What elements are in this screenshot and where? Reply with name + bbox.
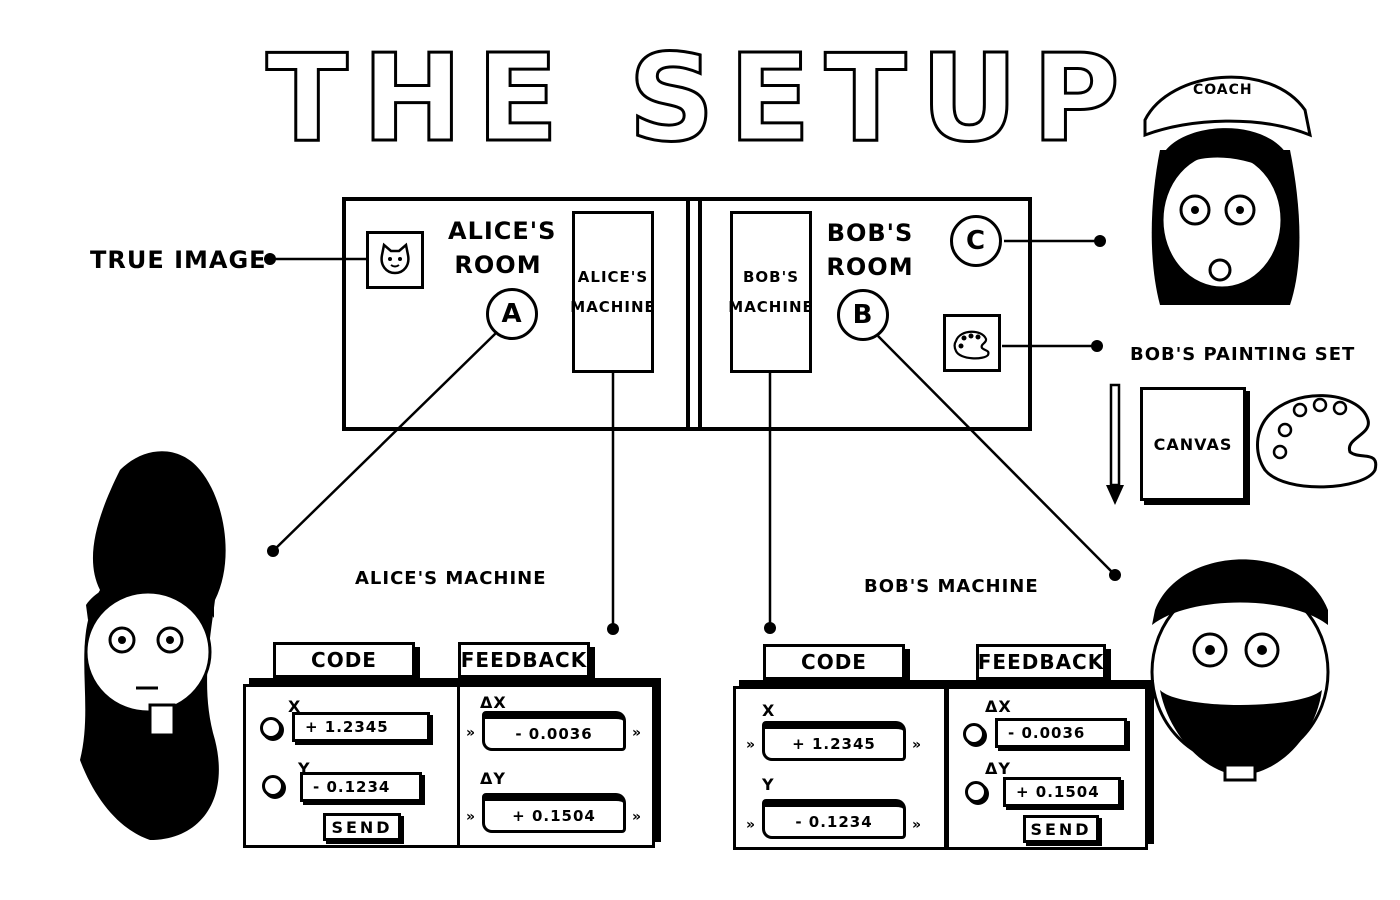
alice-send-button[interactable]: SEND [323,813,401,841]
alice-machine-box: ALICE'S MACHINE [570,211,655,373]
bob-feedback-panel: ΔX - 0.0036 ΔY + 0.1504 SEND [946,686,1148,850]
bob-dx-label: ΔX [985,697,1012,716]
alice-figure [80,451,226,840]
alice-y-label: Y [298,759,311,778]
page-title: THE SETUP [265,29,1134,171]
bob-dy-input[interactable]: + 0.1504 [1003,777,1121,807]
alice-dy-label: ΔY [480,769,506,788]
alice-room-label: ALICE'S ROOM [448,217,557,279]
bob-figure [1150,559,1330,782]
painting-set-icon [943,314,1001,372]
palette [1256,394,1378,489]
alice-dy-close-mark: » [632,809,643,825]
bob-dx-knob[interactable] [963,723,985,745]
bob-connector [877,335,1116,576]
bob-y-output: - 0.1234 [762,799,906,839]
painting-set-label: BOB'S PAINTING SET [1130,344,1356,365]
bob-y-close-mark: » [912,817,923,833]
canvas: CANVAS [1140,387,1246,501]
coach-marker: C [950,215,1002,267]
alice-x-label: X [288,697,302,716]
alice-dx-open-mark: » [466,725,477,741]
bob-y-open-mark: » [746,817,757,833]
bob-dy-knob[interactable] [965,781,987,803]
alice-feedback-panel: ΔX » - 0.0036 » ΔY » + 0.1504 » [457,684,655,848]
alice-code-tab[interactable]: CODE [273,642,415,678]
coach-cap-label: COACH [1193,82,1253,98]
alice-x-input[interactable]: + 1.2345 [292,712,430,742]
alice-x-knob[interactable] [260,717,282,739]
bob-code-tab[interactable]: CODE [763,644,905,680]
alice-machine: CODE FEEDBACK X + 1.2345 Y - 0.1234 SEND… [240,634,665,854]
alice-dx-output: - 0.0036 [482,711,626,751]
bob-room-label: BOB'S ROOM [826,219,914,281]
bob-marker: B [837,289,889,341]
alice-dy-open-mark: » [466,809,477,825]
alice-dy-output: + 0.1504 [482,793,626,833]
alice-marker: A [486,288,538,340]
bob-code-panel: X » + 1.2345 » Y » - 0.1234 » [733,686,947,850]
alice-y-knob[interactable] [262,775,284,797]
bob-feedback-tab[interactable]: FEEDBACK [976,644,1106,680]
bob-machine-title: BOB'S MACHINE [864,576,1039,597]
bob-x-label: X [762,701,776,720]
alice-dx-label: ΔX [480,693,507,712]
cat-image-icon [366,231,424,289]
bob-dx-input[interactable]: - 0.0036 [995,718,1127,748]
alice-y-input[interactable]: - 0.1234 [300,772,422,802]
alice-dx-close-mark: » [632,725,643,741]
bob-dy-label: ΔY [985,759,1011,778]
bob-machine-box: BOB'S MACHINE [728,211,813,373]
bob-x-close-mark: » [912,737,923,753]
bob-send-button[interactable]: SEND [1023,815,1099,843]
alice-machine-title: ALICE'S MACHINE [355,568,547,589]
alice-connector [272,332,497,552]
bob-x-open-mark: » [746,737,757,753]
bob-y-label: Y [762,775,775,794]
alice-feedback-tab[interactable]: FEEDBACK [458,642,590,678]
true-image-label: TRUE IMAGE [90,246,267,274]
bob-machine: CODE FEEDBACK X » + 1.2345 » Y » - 0.123… [730,636,1155,856]
alice-code-panel: X + 1.2345 Y - 0.1234 SEND [243,684,461,848]
paintbrush [1106,383,1124,505]
coach-figure [1143,75,1313,305]
bob-x-output: + 1.2345 [762,721,906,761]
